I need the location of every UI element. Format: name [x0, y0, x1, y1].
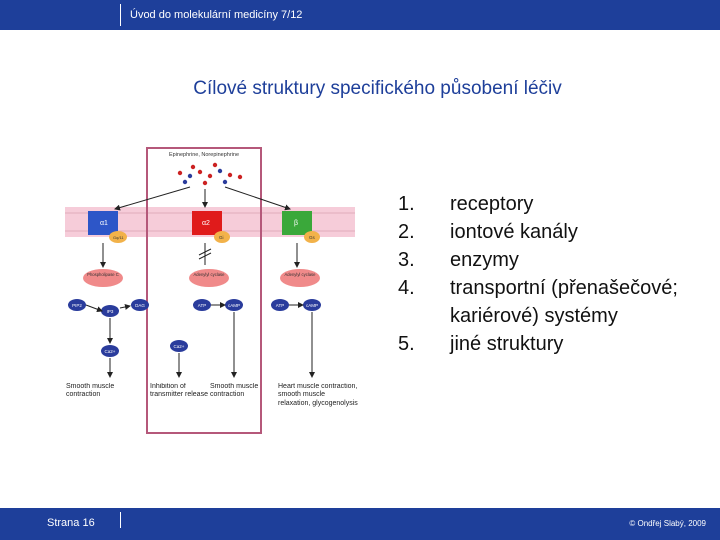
alpha2-label: α2	[202, 220, 210, 227]
footer-bar: Strana 16 © Ondřej Slabý, 2009	[0, 508, 720, 540]
list-item-number: 1.	[398, 193, 415, 215]
course-title: Úvod do molekulární medicíny 7/12	[130, 9, 303, 21]
alpha1-gprotein	[109, 231, 127, 243]
ligand-dots	[177, 162, 243, 186]
phospholipase-c	[83, 269, 123, 287]
svg-text:Phospholipase C: Phospholipase C	[87, 272, 119, 277]
list-item-number: 4.	[398, 277, 415, 299]
adrenergic-signaling-diagram: Epinephrine, Norepinephrine α1 Gq/11 α2 …	[60, 145, 360, 440]
list-item-text: transportní (přenašečové; kariérové) sys…	[450, 277, 678, 327]
header-divider	[120, 4, 121, 26]
alpha1-label: α1	[100, 220, 108, 227]
svg-text:IP3: IP3	[107, 309, 114, 314]
svg-text:Ca2+: Ca2+	[174, 344, 185, 349]
svg-text:cAMP: cAMP	[228, 303, 240, 308]
svg-text:Adenylyl cyclase: Adenylyl cyclase	[194, 272, 226, 277]
svg-text:PIP2: PIP2	[72, 303, 82, 308]
adenylyl-cyclase-1	[189, 269, 229, 287]
synapse-box	[146, 147, 262, 434]
list-item-number: 5.	[398, 333, 415, 355]
list-item-text: receptory	[450, 193, 534, 215]
list-item-text: iontové kanály	[450, 221, 578, 243]
outcome-2: Inhibition of transmitter release	[150, 383, 208, 399]
page-number: Strana 16	[47, 517, 95, 529]
svg-text:Ca2+: Ca2+	[105, 349, 116, 354]
svg-text:ATP: ATP	[198, 303, 206, 308]
list-item: 5. jiné struktury	[398, 330, 708, 358]
alpha2-receptor	[192, 211, 222, 235]
list-item-text: jiné struktury	[450, 333, 564, 355]
svg-text:Gq/11: Gq/11	[113, 235, 124, 240]
adenylyl-cyclase-2	[280, 269, 320, 287]
alpha1-receptor	[88, 211, 118, 235]
svg-text:ATP: ATP	[276, 303, 284, 308]
list-item: 2. iontové kanály	[398, 218, 708, 246]
outcome-1: Smooth muscle contraction	[66, 383, 115, 399]
copyright-text: © Ondřej Slabý, 2009	[629, 519, 706, 528]
target-structures-list: 1. receptory 2. iontové kanály 3. enzymy…	[398, 190, 708, 358]
svg-text:Gs: Gs	[309, 235, 316, 240]
svg-text:DAG: DAG	[135, 303, 145, 308]
slide-title: Cílové struktury specifického působení l…	[193, 78, 562, 99]
list-item-number: 2.	[398, 221, 415, 243]
beta-gprotein	[304, 231, 320, 243]
beta-label: β	[294, 220, 298, 227]
list-item: 4. transportní (přenašečové; kariérové) …	[398, 274, 708, 330]
outcome-3: Smooth muscle contraction	[210, 383, 259, 399]
svg-text:Adenylyl cyclase: Adenylyl cyclase	[285, 272, 317, 277]
svg-text:cAMP: cAMP	[306, 303, 318, 308]
ligand-label: Epinephrine, Norepinephrine	[169, 152, 239, 158]
alpha2-gprotein	[214, 231, 230, 243]
header-bar: Úvod do molekulární medicíny 7/12	[0, 0, 720, 30]
beta-receptor	[282, 211, 312, 235]
second-messengers	[68, 299, 321, 357]
outcome-4: Heart muscle contraction, smooth muscle …	[278, 383, 358, 407]
list-item-text: enzymy	[450, 249, 519, 271]
footer-divider	[120, 512, 121, 528]
list-item: 1. receptory	[398, 190, 708, 218]
list-item-number: 3.	[398, 249, 415, 271]
svg-text:Gi: Gi	[219, 235, 224, 240]
diagram-svg: Epinephrine, Norepinephrine α1 Gq/11 α2 …	[65, 147, 358, 434]
list-item: 3. enzymy	[398, 246, 708, 274]
